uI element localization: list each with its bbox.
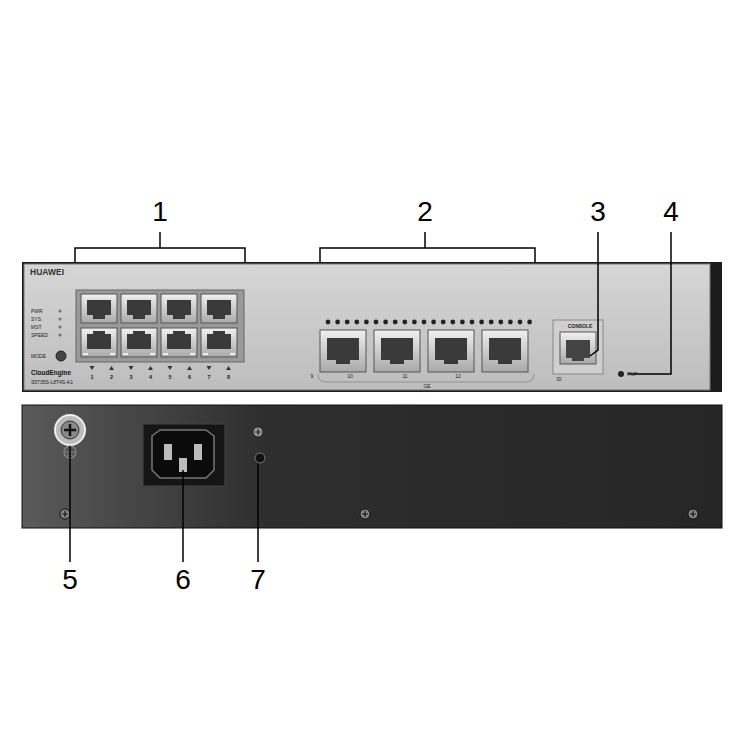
port-label: ID: [557, 377, 562, 382]
front-panel: [22, 262, 722, 392]
port-number: 1: [90, 375, 93, 381]
series-name: CloudEngine: [31, 370, 71, 377]
led-label: SPEED: [31, 333, 48, 338]
port-number: 5: [168, 375, 171, 381]
button-label: MODE: [31, 354, 46, 359]
port-label: CONSOLE: [568, 324, 593, 329]
led-label: PWR: [31, 309, 43, 314]
callout-number: 3: [590, 198, 606, 226]
model-number: S5735S-L8T4S-A1: [31, 380, 73, 385]
port-number: 9: [311, 374, 314, 379]
port-number: 4: [149, 375, 152, 381]
port-number: 6: [188, 375, 191, 381]
rear-panel: [22, 405, 722, 528]
brand-text: HUAWEI: [30, 268, 64, 277]
led-label: SYS: [31, 317, 41, 322]
callout-number: 2: [417, 198, 433, 226]
port-number: 12: [455, 374, 461, 379]
callout-number: 6: [175, 566, 191, 594]
callout-number: 5: [62, 566, 78, 594]
port-number: 7: [207, 375, 210, 381]
callout-number: 1: [152, 198, 168, 226]
button-label: PNP: [627, 372, 637, 377]
callout-number: 7: [250, 566, 266, 594]
port-number: 3: [129, 375, 132, 381]
leader-lines: [70, 232, 671, 562]
port-number: 11: [402, 374, 407, 379]
port-number: 2: [110, 375, 113, 381]
port-number: 10: [347, 374, 353, 379]
led-label: MST: [31, 325, 42, 330]
callout-number: 4: [663, 198, 679, 226]
port-number: 8: [227, 375, 230, 381]
port-type: GE: [423, 384, 430, 389]
